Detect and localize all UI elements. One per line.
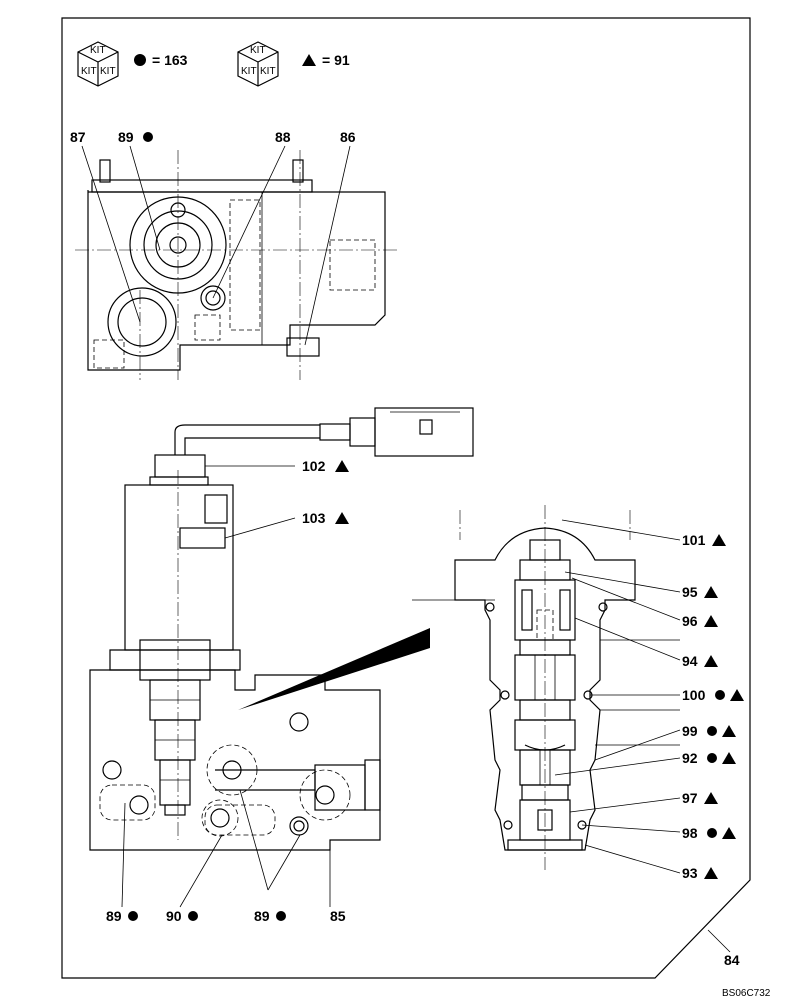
label-98: 98 — [682, 825, 698, 841]
kit-box-icon: KIT KIT KIT — [77, 41, 119, 87]
kit-box-right-text: KIT — [100, 66, 116, 77]
label-89-top: 89 — [118, 129, 134, 145]
kit-legend-circle: KIT KIT KIT = 163 — [77, 41, 188, 87]
label-86: 86 — [340, 129, 356, 145]
label-101: 101 — [682, 532, 706, 548]
triangle-symbol-icon — [722, 725, 736, 737]
label-92: 92 — [682, 750, 698, 766]
triangle-symbol-icon — [722, 827, 736, 839]
triangle-symbol-icon — [722, 752, 736, 764]
label-99: 99 — [682, 723, 698, 739]
top-leaders — [81, 145, 351, 346]
kit-triangle-count: = 91 — [322, 52, 350, 68]
side-leaders — [121, 465, 331, 908]
label-88: 88 — [275, 129, 291, 145]
kit-box-right-text: KIT — [260, 66, 276, 77]
section-leaders — [554, 519, 681, 874]
circle-symbol-icon — [276, 911, 286, 921]
label-97: 97 — [682, 790, 698, 806]
triangle-symbol-icon — [704, 867, 718, 879]
circle-symbol-icon — [128, 911, 138, 921]
kit-box-left-text: KIT — [81, 66, 97, 77]
label-100: 100 — [682, 687, 706, 703]
section-wedge — [238, 628, 430, 710]
circle-symbol-icon — [707, 828, 717, 838]
circle-symbol-icon — [707, 726, 717, 736]
kit-legend-triangle: KIT KIT KIT = 91 — [237, 41, 350, 87]
triangle-symbol-icon — [712, 534, 726, 546]
circle-symbol-icon — [134, 54, 146, 66]
kit-box-icon: KIT KIT KIT — [237, 41, 279, 87]
label-95: 95 — [682, 584, 698, 600]
circle-symbol-icon — [188, 911, 198, 921]
triangle-symbol-icon — [704, 792, 718, 804]
label-89-bottom-left: 89 — [106, 908, 122, 924]
label-85: 85 — [330, 908, 346, 924]
drawing-code: BS06C732 — [722, 988, 771, 999]
triangle-symbol-icon — [704, 655, 718, 667]
label-90: 90 — [166, 908, 182, 924]
circle-symbol-icon — [143, 132, 153, 142]
label-87: 87 — [70, 129, 86, 145]
triangle-symbol-icon — [335, 512, 349, 524]
label-96: 96 — [682, 613, 698, 629]
section-view-drawing — [412, 505, 680, 870]
circle-symbol-icon — [707, 753, 717, 763]
kit-circle-count: = 163 — [152, 52, 188, 68]
label-102: 102 — [302, 458, 326, 474]
triangle-symbol-icon — [335, 460, 349, 472]
triangle-symbol-icon — [730, 689, 744, 701]
drawing-frame — [61, 17, 751, 979]
top-view-drawing — [75, 150, 400, 380]
circle-symbol-icon — [715, 690, 725, 700]
kit-box-top-text: KIT — [90, 45, 106, 56]
label-89-bottom-center: 89 — [254, 908, 270, 924]
triangle-symbol-icon — [704, 586, 718, 598]
label-103: 103 — [302, 510, 326, 526]
kit-box-left-text: KIT — [241, 66, 257, 77]
triangle-symbol-icon — [302, 54, 316, 66]
page-ref-84: 84 — [724, 952, 740, 968]
side-view-drawing — [89, 407, 474, 851]
label-94: 94 — [682, 653, 698, 669]
triangle-symbol-icon — [704, 615, 718, 627]
label-93: 93 — [682, 865, 698, 881]
kit-box-top-text: KIT — [250, 45, 266, 56]
